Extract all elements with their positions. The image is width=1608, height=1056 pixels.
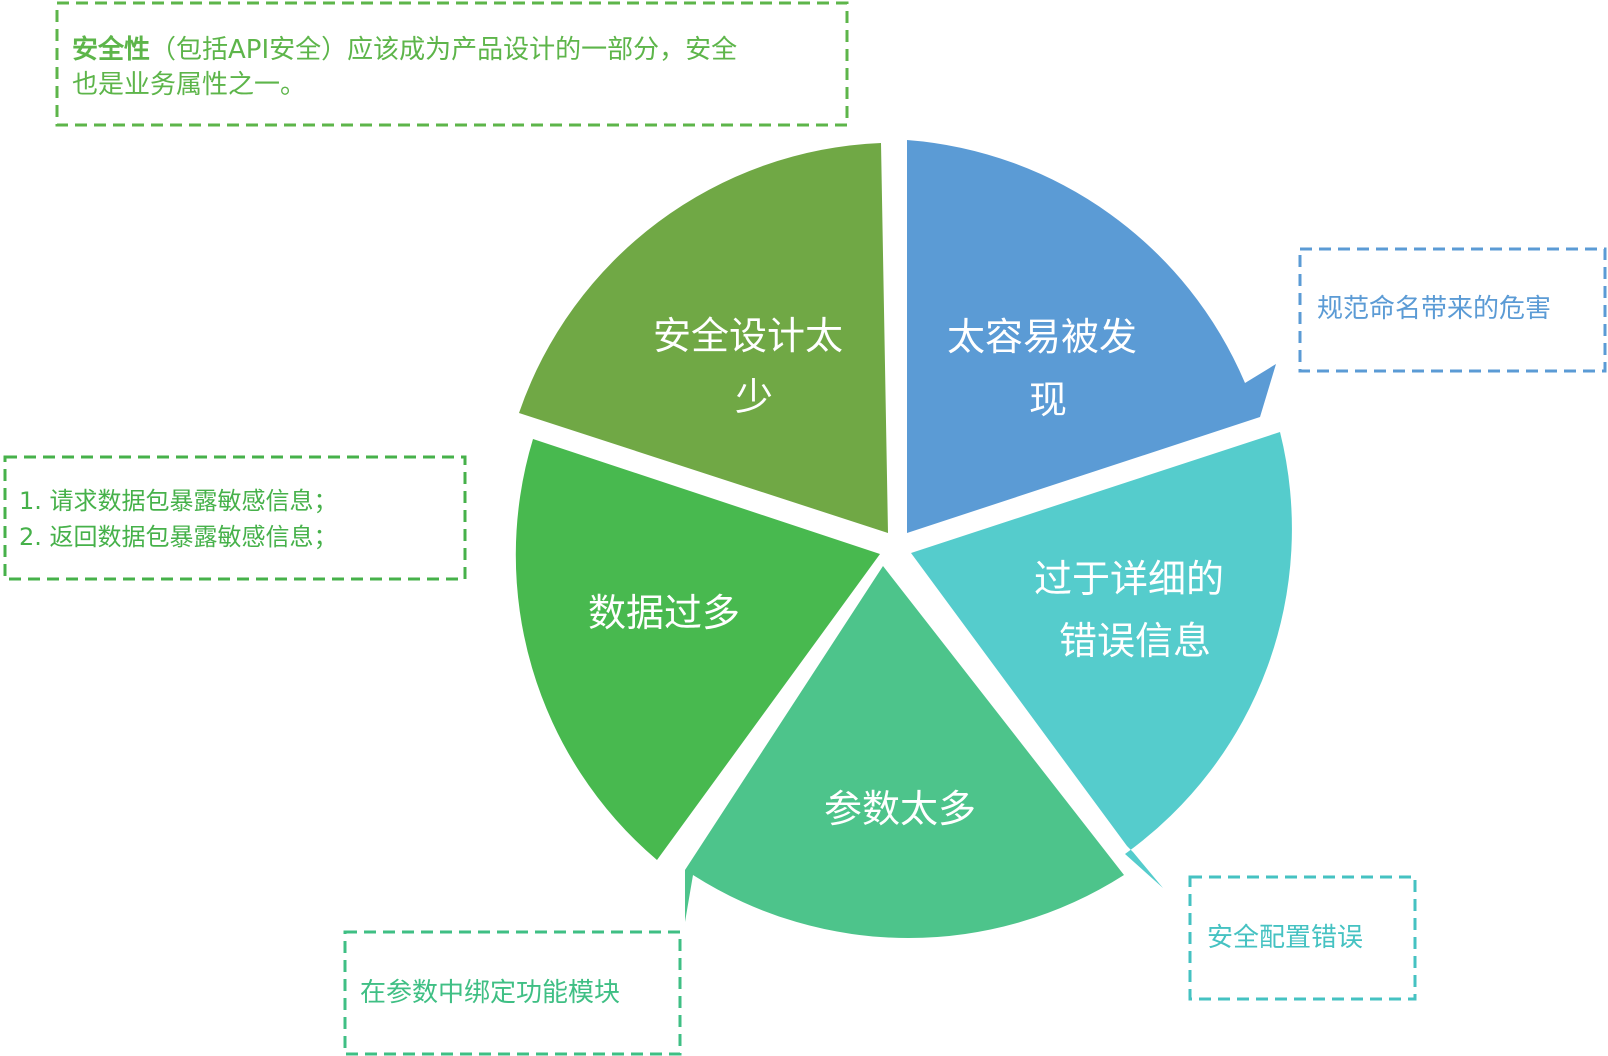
segment-label-data: 数据过多 — [588, 591, 740, 635]
segment-too-easy-to-discover — [907, 140, 1276, 533]
note-box-data — [3, 455, 467, 581]
segment-label-design: 安全设计太 少 — [653, 314, 855, 419]
segment-label-discover: 太容易被发 现 — [947, 315, 1149, 422]
note-text-design: 安全性（包括API安全）应该成为产品设计的一部分，安全 也是业务属性之一。 — [72, 34, 745, 100]
note-text-discover: 规范命名带来的危害 — [1317, 294, 1551, 324]
segment-detailed-error-info — [911, 432, 1292, 888]
segment-label-detail: 过于详细的 错误信息 — [1034, 557, 1236, 663]
note-text-detail: 安全配置错误 — [1207, 923, 1363, 953]
segment-too-much-data — [481, 439, 880, 860]
note-text-params: 在参数中绑定功能模块 — [360, 978, 620, 1008]
segment-label-params: 参数太多 — [824, 787, 976, 831]
segment-too-little-security-design — [519, 143, 888, 533]
note-box-discover — [1298, 247, 1607, 373]
note-box-detail — [1188, 875, 1417, 1001]
note-text-data: 1. 请求数据包暴露敏感信息； 2. 返回数据包暴露敏感信息； — [19, 487, 345, 551]
segment-too-many-params — [685, 566, 1124, 939]
